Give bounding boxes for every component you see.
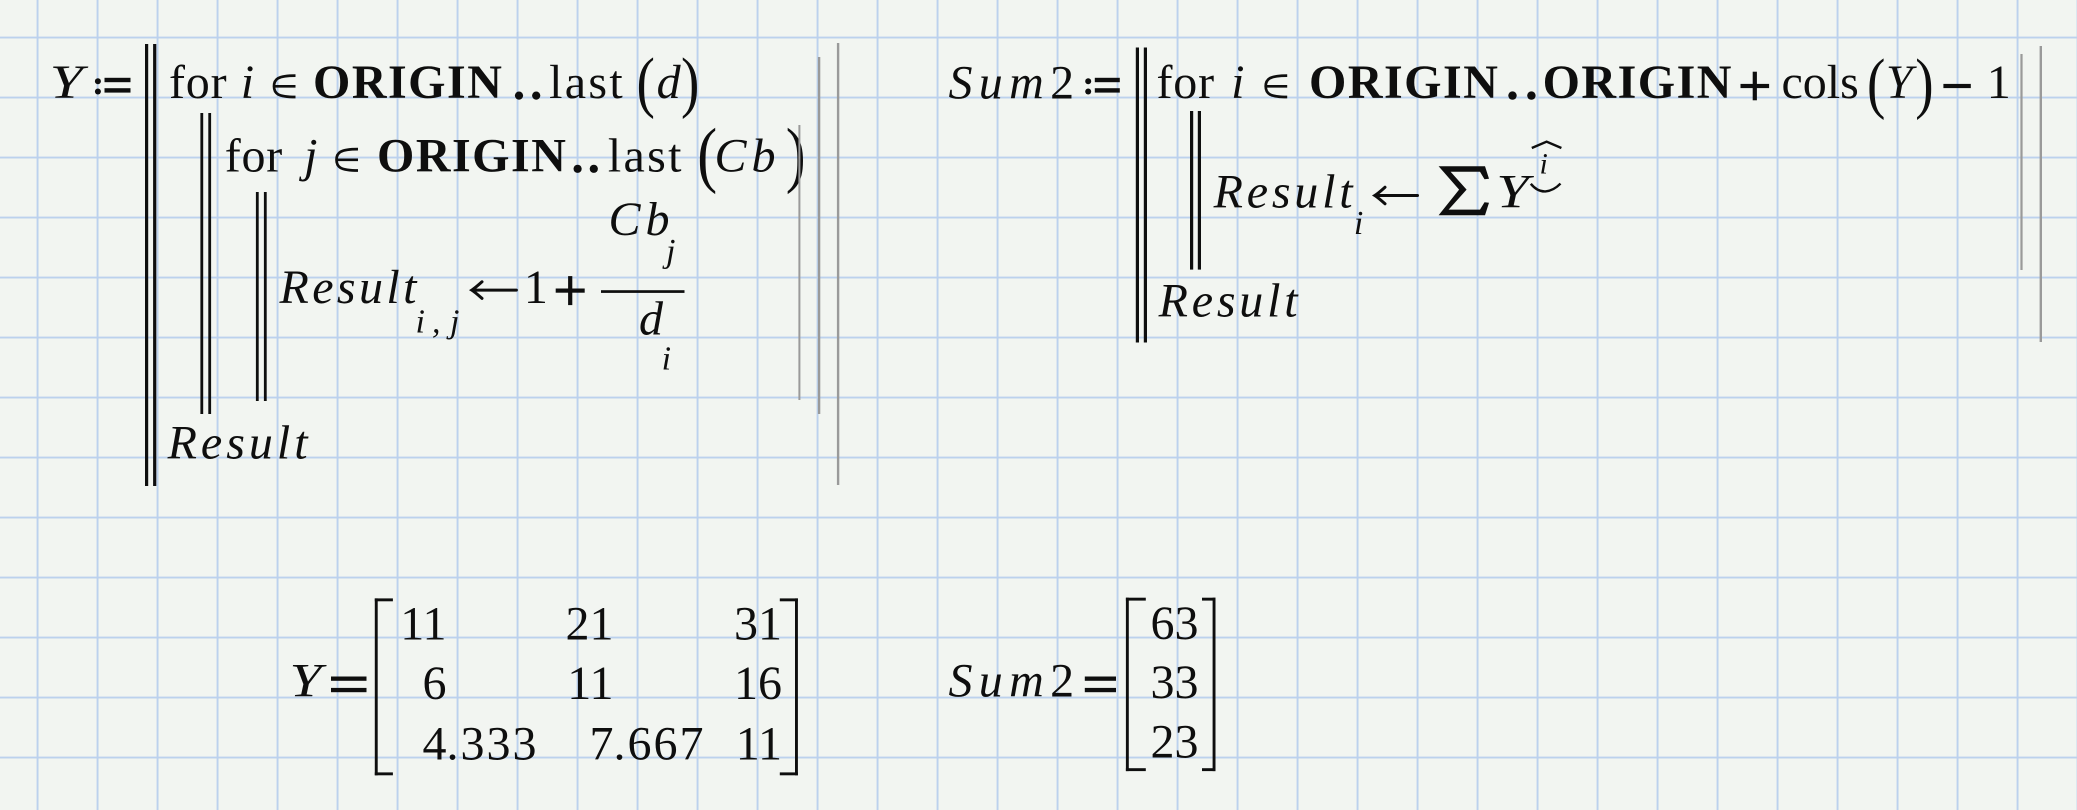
svg-text:cols: cols	[1782, 56, 1859, 109]
svg-text:Result: Result	[279, 261, 420, 314]
svg-text:Y: Y	[1496, 164, 1534, 218]
svg-text:(: (	[697, 115, 717, 195]
svg-text:21: 21	[566, 597, 614, 650]
svg-text:4: 4	[423, 717, 447, 770]
svg-text:Cb: Cb	[715, 130, 781, 183]
svg-text:): )	[786, 115, 806, 195]
svg-text:i: i	[241, 56, 254, 109]
svg-text:for: for	[169, 56, 227, 109]
svg-text:Sum2: Sum2	[949, 654, 1081, 707]
svg-text:Result: Result	[1213, 165, 1357, 218]
svg-text:Y: Y	[290, 655, 328, 708]
svg-text:63: 63	[1151, 597, 1199, 650]
svg-text:i: i	[1354, 205, 1363, 242]
svg-text:Sum2: Sum2	[949, 57, 1081, 110]
svg-text:i: i	[416, 304, 425, 341]
svg-text:): )	[1915, 46, 1933, 120]
svg-text:23: 23	[1151, 715, 1199, 768]
svg-text:7: 7	[590, 717, 614, 770]
svg-text:for: for	[1157, 56, 1215, 109]
svg-text:1: 1	[524, 261, 548, 314]
svg-text:Y: Y	[50, 56, 90, 109]
svg-text:Result: Result	[167, 417, 312, 470]
svg-text:16: 16	[734, 657, 782, 710]
svg-text:(: (	[1867, 46, 1885, 120]
svg-text:ORIGIN: ORIGIN	[313, 56, 503, 109]
svg-text:33: 33	[1151, 656, 1199, 709]
svg-text:i: i	[1540, 148, 1548, 181]
svg-text:ORIGIN: ORIGIN	[1543, 56, 1733, 109]
svg-text:j: j	[446, 304, 459, 341]
svg-text:.333: .333	[447, 717, 539, 770]
svg-text:Cb: Cb	[609, 193, 675, 246]
svg-text:.667: .667	[614, 717, 706, 770]
svg-text:i: i	[662, 340, 671, 377]
svg-text:1: 1	[1987, 56, 2011, 109]
svg-text:d: d	[639, 292, 664, 345]
svg-text:j: j	[662, 233, 675, 270]
svg-text:11: 11	[567, 657, 613, 710]
svg-text:31: 31	[734, 597, 782, 650]
svg-text:last: last	[549, 56, 625, 109]
svg-text:for: for	[225, 130, 283, 183]
svg-text:Result: Result	[1158, 275, 1302, 328]
svg-text:): )	[681, 46, 699, 120]
svg-text:,: ,	[432, 304, 441, 341]
svg-text:11: 11	[400, 597, 446, 650]
svg-text:ORIGIN: ORIGIN	[377, 130, 567, 183]
svg-text:6: 6	[423, 657, 447, 710]
svg-text:i: i	[1231, 56, 1244, 109]
svg-text:d: d	[657, 56, 682, 109]
svg-text:(: (	[636, 46, 654, 120]
svg-text:Y: Y	[1886, 56, 1917, 109]
svg-text:last: last	[608, 130, 684, 183]
svg-text:ORIGIN: ORIGIN	[1309, 56, 1499, 109]
svg-text:11: 11	[736, 717, 782, 770]
